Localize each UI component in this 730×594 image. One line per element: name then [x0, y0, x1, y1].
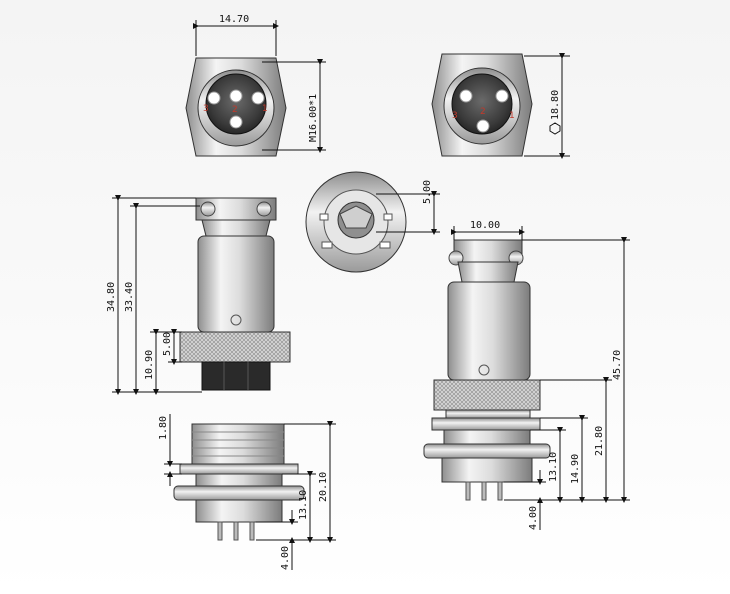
plug-body [197, 235, 275, 333]
dim-plug-body: 33.40 [124, 282, 135, 312]
pin-label: 1 [509, 111, 515, 121]
mated-assembly-view: 10.00 45.70 21.80 14.90 13.10 4.00 [423, 220, 630, 530]
face-view-left: 3 2 1 14.70 M16.00*1 [185, 14, 326, 157]
pin-face-left [205, 73, 267, 135]
mated-pin [465, 481, 471, 501]
socket-flange [179, 463, 299, 475]
mated-nut [423, 443, 551, 459]
plug-side-view: 34.80 33.40 10.90 5.00 [106, 195, 291, 395]
pin-hole-3-left [207, 91, 221, 105]
mated-pin [497, 481, 503, 501]
pin-label: 1 [262, 104, 268, 114]
pin-face-right [451, 73, 513, 135]
socket-lower-body [195, 499, 283, 523]
screw-icon [256, 201, 272, 217]
plug-neck [201, 219, 271, 237]
mated-neck [457, 261, 519, 283]
marker-icon [478, 364, 490, 376]
mated-collar [445, 409, 531, 419]
pin-hole-2-left [229, 89, 243, 103]
plug-knurl-ring [179, 331, 291, 363]
hex-symbol-icon [549, 122, 561, 135]
dim-socket-pin: 4.00 [280, 546, 291, 570]
panel-cutout-view: 5.00 [305, 171, 440, 273]
socket-thread [191, 423, 285, 465]
pin-hole-1-left [251, 91, 265, 105]
panel-slot-left [319, 213, 329, 221]
dim-hex: 18.80 [550, 90, 561, 120]
pin-center-right [476, 119, 490, 133]
socket-pin [217, 521, 223, 541]
dim-plug-knurl: 5.00 [162, 332, 173, 356]
pin-label: 2 [480, 107, 486, 117]
pin-label: 3 [452, 111, 458, 121]
pin-hole-center-left [229, 115, 243, 129]
dim-socket-flange: 1.80 [158, 416, 169, 440]
dim-panel-hole: 5.00 [422, 180, 433, 204]
pin-3-right [459, 89, 473, 103]
pin-1-right [495, 89, 509, 103]
pin-label: 2 [232, 105, 238, 115]
pin-label: 3 [203, 104, 209, 114]
dim-mated-mid: 21.80 [594, 426, 605, 456]
dim-mated-top-width: 10.00 [470, 220, 500, 231]
socket-body [195, 473, 283, 487]
dim-socket-total: 20.10 [318, 472, 329, 502]
mated-socket-body [443, 429, 531, 445]
dim-socket-body: 13.10 [298, 490, 309, 520]
dim-mated-lower: 14.90 [570, 454, 581, 484]
panel-key [339, 205, 373, 229]
screw-icon [200, 201, 216, 217]
mated-body [447, 281, 531, 381]
mated-flange [431, 417, 541, 431]
panel-slot-right [383, 213, 393, 221]
plug-insulator [201, 361, 271, 391]
socket-side-view: 1.80 20.10 13.10 4.00 [158, 414, 336, 570]
dim-mated-socket: 13.10 [548, 452, 559, 482]
dim-mated-total: 45.70 [612, 350, 623, 380]
mated-knurl-ring [433, 379, 541, 411]
marker-icon [230, 314, 242, 326]
mated-lower-body [441, 457, 533, 483]
dim-mated-pin: 4.00 [528, 506, 539, 530]
face-view-right: 3 2 1 18.80 [431, 53, 570, 159]
dim-plug-total: 34.80 [106, 282, 117, 312]
panel-slot-br [379, 241, 391, 249]
dim-top-width: 14.70 [219, 14, 249, 25]
panel-slot-bl [321, 241, 333, 249]
dim-plug-knurl-bottom: 10.90 [144, 350, 155, 380]
socket-nut [173, 485, 305, 501]
socket-pin [249, 521, 255, 541]
dim-thread: M16.00*1 [308, 94, 319, 142]
mated-pin [481, 481, 487, 501]
socket-pin [233, 521, 239, 541]
